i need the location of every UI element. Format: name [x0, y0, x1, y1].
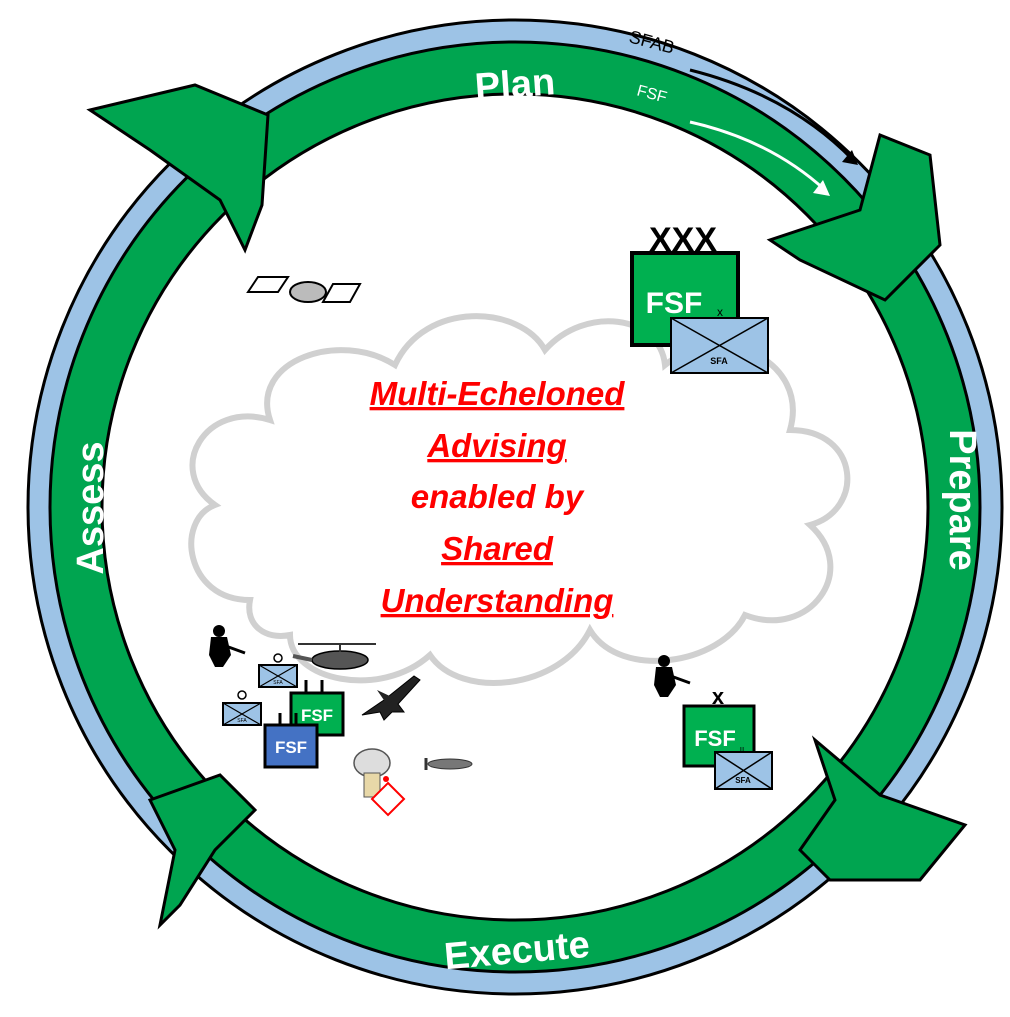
- brigade-sfa-label: SFA: [735, 776, 751, 785]
- chevron-execute-right: [798, 735, 968, 882]
- sfab-arrowhead: [842, 150, 858, 165]
- brigade-fsf-unit: x FSF II SFA: [654, 655, 773, 790]
- phase-prepare-label: Prepare: [941, 429, 983, 571]
- soldier-icon: [209, 625, 246, 667]
- sfab-arrow: [689, 68, 855, 162]
- chevron-execute-left: [147, 773, 258, 930]
- corps-sfa-label: SFA: [710, 356, 728, 366]
- helicopter-icon: [292, 643, 376, 670]
- center-line-3: enabled by: [411, 478, 585, 515]
- cluster-blue-fsf-label: FSF: [275, 738, 307, 757]
- fsf-arrow: [689, 120, 827, 192]
- center-line-1: Multi-Echeloned: [370, 375, 626, 412]
- chevron-plan-right: [766, 132, 942, 302]
- fighter-jet-icon: [361, 675, 421, 721]
- center-line-5: Understanding: [381, 582, 614, 619]
- tactical-cluster: SFA SFA FSF FSF: [209, 625, 473, 817]
- cluster-sfa-a-label: SFA: [273, 680, 283, 686]
- corps-fsf-label: FSF: [646, 287, 703, 320]
- cluster-blue-fsf-box: [263, 723, 319, 769]
- brigade-sub-echelon: II: [740, 746, 744, 755]
- brigade-fsf-label: FSF: [694, 726, 736, 751]
- phase-assess-label: Assess: [70, 441, 112, 574]
- cluster-green-fsf-label: FSF: [301, 706, 333, 725]
- center-line-2: Advising: [426, 427, 566, 464]
- satellite-icon: [246, 276, 362, 303]
- chevron-plan-left: [86, 83, 270, 254]
- phase-plan-label: Plan: [474, 61, 557, 108]
- corps-sub-echelon: x: [717, 305, 723, 319]
- explosion-icon: [353, 748, 406, 817]
- center-line-4: Shared: [441, 530, 554, 567]
- soldier-icon: [654, 655, 691, 697]
- brigade-echelon-mark: x: [712, 684, 725, 709]
- corps-fsf-unit: XXX FSF x SFA: [630, 221, 769, 374]
- drone-icon: [424, 758, 473, 770]
- fsf-arrowhead: [813, 180, 830, 196]
- cluster-sfa-b-label: SFA: [237, 718, 247, 724]
- shared-understanding-cloud: [188, 313, 851, 686]
